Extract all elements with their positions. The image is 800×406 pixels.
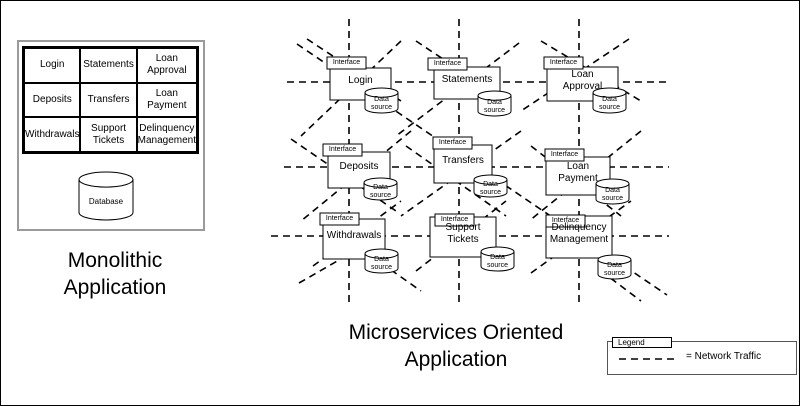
legend-network-traffic-label: = Network Traffic	[686, 351, 762, 362]
data-source-cylinder-withdrawals	[364, 248, 399, 274]
network-traffic-diagonal	[600, 270, 642, 302]
service-name-statements: Statements	[441, 74, 493, 85]
network-traffic-diagonal	[306, 38, 402, 102]
legend-title: Legend	[612, 337, 672, 348]
monolith-module-login: Login	[24, 48, 81, 83]
interface-label-withdrawals: Interface	[325, 215, 354, 222]
microservices-title: Microservices Oriented Application	[348, 321, 564, 371]
interface-label-loan-payment: Interface	[550, 151, 579, 158]
interface-label-login: Interface	[332, 59, 361, 66]
interface-tab-delinquency-management	[545, 214, 586, 228]
monolith-frame	[17, 40, 205, 231]
data-source-label-loan-payment: Data source	[601, 186, 623, 202]
service-name-delinquency-management: Delinquency Management	[549, 222, 609, 245]
data-source-cylinder-login	[364, 87, 399, 114]
monolith-module-support-tickets: Support Tickets	[80, 117, 137, 152]
interface-tab-loan-payment	[544, 148, 585, 162]
interface-label-support-tickets: Interface	[440, 216, 469, 223]
interface-tab-transfers	[432, 136, 473, 150]
interface-label-delinquency-management: Interface	[551, 217, 580, 224]
data-source-cylinder-transfers	[473, 174, 508, 198]
data-source-cylinder-loan-approval	[592, 87, 627, 114]
data-source-label-support-tickets: Data source	[486, 254, 508, 269]
interface-tab-statements	[427, 57, 468, 71]
service-name-loan-approval: Loan Approval	[562, 69, 603, 92]
interface-tab-deposits	[322, 143, 363, 157]
data-source-label-withdrawals: Data source	[370, 256, 392, 271]
data-source-label-deposits: Data source	[369, 184, 391, 199]
interface-tab-withdrawals	[319, 212, 360, 226]
interface-label-transfers: Interface	[438, 139, 467, 146]
monolith-module-delinquency-management: Delinquency Management	[136, 117, 197, 152]
monolith-module-loan-payment: Loan Payment	[136, 82, 197, 118]
service-name-deposits: Deposits	[339, 161, 379, 172]
data-source-cylinder-deposits	[363, 177, 398, 201]
service-name-withdrawals: Withdrawals	[326, 230, 382, 241]
interface-tab-support-tickets	[434, 213, 475, 227]
monolith-database-label: Database	[88, 197, 124, 206]
interface-label-loan-approval: Interface	[549, 59, 578, 66]
network-traffic-diagonal	[298, 255, 347, 284]
monolith-module-transfers: Transfers	[80, 82, 137, 118]
data-source-label-transfers: Data source	[479, 181, 501, 196]
service-name-transfers: Transfers	[442, 155, 484, 166]
data-source-label-statements: Data source	[483, 98, 505, 114]
service-name-login: Login	[348, 75, 373, 86]
data-source-label-loan-approval: Data source	[598, 95, 620, 111]
interface-label-deposits: Interface	[328, 146, 357, 153]
interface-tab-login	[326, 56, 367, 70]
interface-label-statements: Interface	[433, 60, 462, 67]
monolith-module-withdrawals: Withdrawals	[24, 117, 81, 152]
network-traffic-diagonal	[380, 262, 422, 292]
data-source-cylinder-delinquency-management	[597, 254, 632, 280]
data-source-label-login: Data source	[370, 95, 392, 111]
monolith-module-deposits: Deposits	[24, 82, 81, 118]
data-source-label-delinquency-management: Data source	[603, 262, 625, 277]
legend-box	[607, 341, 797, 375]
monolith-title: Monolithic Application	[63, 249, 167, 299]
monolith-module-loan-approval: Loan Approval	[136, 48, 197, 83]
interface-tab-loan-approval	[543, 56, 584, 70]
network-traffic-diagonal	[300, 40, 402, 137]
service-name-loan-payment: Loan Payment	[558, 161, 598, 184]
monolith-database-cylinder	[78, 171, 134, 221]
service-name-support-tickets: Support Tickets	[445, 222, 481, 245]
data-source-cylinder-statements	[477, 90, 512, 117]
monolith-module-grid: Login Statements Loan Approval Deposits …	[22, 46, 199, 154]
monolith-module-statements: Statements	[80, 48, 137, 83]
data-source-cylinder-support-tickets	[480, 246, 515, 272]
data-source-cylinder-loan-payment	[595, 178, 630, 205]
